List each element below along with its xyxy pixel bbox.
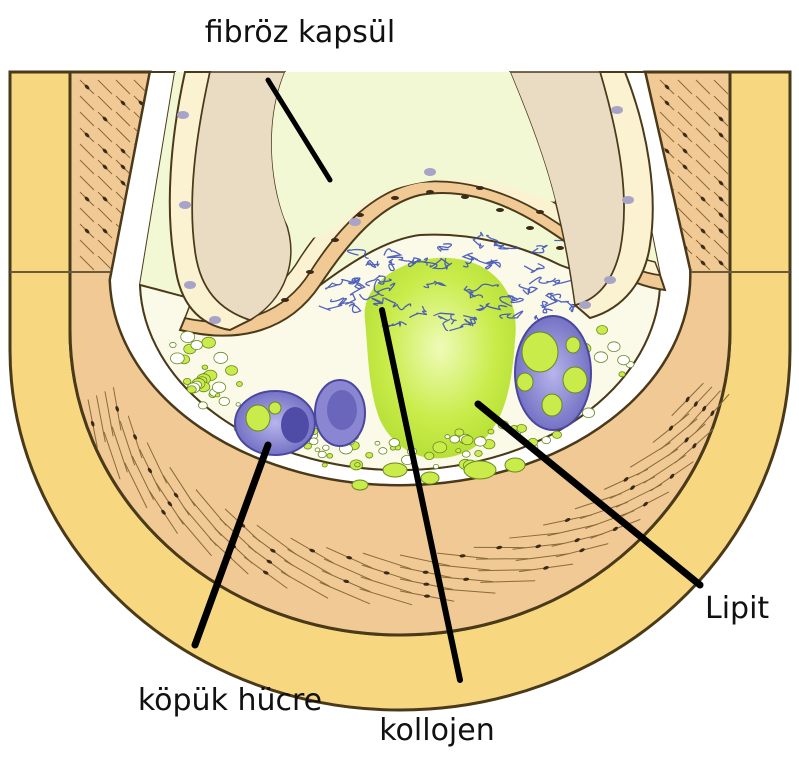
lipid-droplet bbox=[383, 463, 407, 477]
cap-nucleus bbox=[426, 190, 434, 194]
label-fibrous-cap: fibröz kapsül bbox=[205, 15, 396, 50]
lipid-droplet bbox=[315, 448, 320, 452]
lipid-droplet bbox=[171, 353, 185, 364]
lipid-droplet bbox=[456, 449, 461, 453]
cap-nucleus bbox=[391, 196, 399, 200]
lipid-droplet bbox=[433, 442, 447, 453]
lipid-droplet bbox=[474, 437, 486, 446]
lipid-droplet bbox=[183, 378, 191, 384]
lipid-droplet bbox=[375, 441, 380, 445]
lipid-droplet bbox=[318, 451, 326, 458]
lipid-droplet bbox=[191, 340, 203, 349]
lipid-droplet bbox=[462, 451, 470, 457]
endothelial-nucleus bbox=[177, 111, 189, 119]
lipid-droplet bbox=[462, 435, 474, 444]
lipid-droplet bbox=[187, 386, 196, 393]
foam-cell-right bbox=[515, 316, 591, 430]
endothelial-nucleus bbox=[424, 168, 436, 176]
endothelial-nucleus bbox=[184, 281, 196, 289]
muscle-nucleus bbox=[423, 571, 429, 574]
lipid-droplet bbox=[433, 464, 438, 468]
lipid-droplet bbox=[226, 366, 238, 376]
lipid-droplet bbox=[236, 403, 240, 407]
lipid-droplet bbox=[505, 458, 525, 472]
endothelial-nucleus bbox=[579, 301, 591, 309]
lipid-droplet bbox=[219, 397, 229, 405]
lipid-droplet bbox=[475, 450, 483, 456]
lipid-droplet bbox=[608, 342, 620, 352]
lipid-droplet bbox=[618, 355, 630, 364]
lipid-droplet bbox=[379, 448, 387, 455]
cap-nucleus bbox=[461, 195, 469, 199]
lipid-droplet bbox=[236, 382, 242, 387]
lipid-droplet bbox=[597, 326, 608, 335]
label-foam-cell: köpük hücre bbox=[138, 683, 322, 718]
lipid-droplet bbox=[355, 462, 361, 466]
label-lipid: Lipit bbox=[705, 591, 769, 626]
lipid-droplet bbox=[366, 452, 373, 458]
cap-nucleus bbox=[556, 246, 564, 250]
lipid-droplet bbox=[583, 408, 595, 418]
lipid-droplet bbox=[214, 352, 228, 363]
lipid-droplet bbox=[464, 461, 496, 479]
endothelial-nucleus bbox=[622, 196, 634, 204]
lipid-droplet bbox=[455, 429, 464, 436]
lipid-droplet bbox=[327, 453, 333, 458]
lipid-droplet bbox=[215, 394, 219, 397]
endothelial-nucleus bbox=[604, 276, 616, 284]
cap-nucleus bbox=[536, 210, 544, 214]
muscle-nucleus bbox=[424, 595, 430, 598]
lipid-droplet bbox=[212, 382, 225, 393]
lipid-droplet bbox=[594, 352, 607, 363]
lipid-droplet bbox=[450, 435, 459, 443]
lipid-droplet bbox=[170, 342, 177, 347]
lipid-droplet bbox=[619, 372, 625, 377]
endothelial-nucleus bbox=[349, 218, 361, 226]
endothelial-nucleus bbox=[179, 201, 191, 209]
lipid-droplet bbox=[425, 452, 434, 459]
lipid-droplet bbox=[202, 365, 208, 370]
cap-nucleus bbox=[331, 238, 339, 242]
cap-nucleus bbox=[356, 213, 364, 217]
lipid-droplet bbox=[198, 402, 207, 409]
endothelial-nucleus bbox=[209, 316, 221, 324]
cap-nucleus bbox=[476, 186, 484, 190]
lipid-droplet bbox=[445, 435, 450, 439]
lipid-droplet bbox=[323, 445, 330, 450]
cap-nucleus bbox=[281, 298, 289, 302]
endothelial-nucleus bbox=[611, 106, 623, 114]
cap-nucleus bbox=[496, 208, 504, 212]
foam-cell-left bbox=[235, 391, 315, 455]
foam-cell-middle bbox=[315, 380, 365, 446]
lipid-droplet bbox=[488, 429, 494, 434]
lipid-droplet bbox=[517, 424, 527, 432]
lipid-droplet bbox=[202, 337, 216, 348]
cap-nucleus bbox=[306, 270, 314, 274]
label-collagen: kollojen bbox=[379, 713, 495, 748]
lipid-droplet bbox=[552, 431, 561, 438]
lipid-droplet bbox=[181, 331, 195, 342]
cap-nucleus bbox=[526, 226, 534, 230]
lipid-droplet bbox=[322, 463, 327, 467]
lipid-droplet bbox=[389, 439, 399, 447]
lipid-droplet bbox=[542, 437, 551, 444]
lipid-droplet bbox=[421, 472, 439, 484]
lipid-droplet bbox=[352, 480, 368, 490]
muscle-nucleus bbox=[423, 583, 429, 586]
